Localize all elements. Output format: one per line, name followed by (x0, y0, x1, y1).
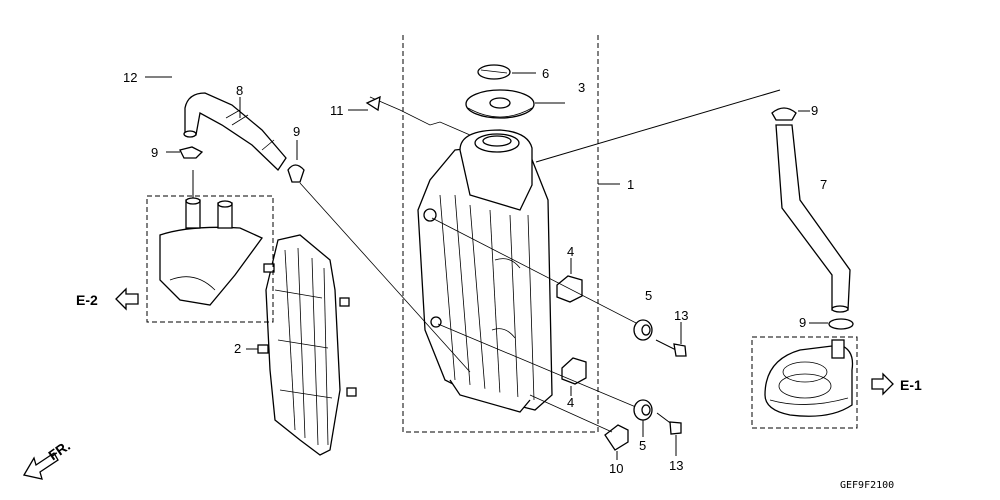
callout-4-upper: 4 (567, 244, 574, 259)
e2-label: E-2 (76, 292, 98, 308)
callouts: 12 8 11 6 3 9 9 9 9 1 7 4 4 5 5 13 13 2 … (123, 66, 827, 476)
callout-9-upper-center: 9 (293, 124, 300, 139)
part-1-radiator (417, 89, 781, 413)
callout-13-upper: 13 (674, 308, 688, 323)
callout-8: 8 (236, 83, 243, 98)
radiator-guard (246, 234, 357, 456)
part-10-clip (529, 394, 629, 460)
callout-12: 12 (123, 70, 137, 85)
diagram-code: GEF9F2100 (840, 480, 894, 491)
part-4-grommet-upper (556, 258, 583, 303)
e2-reference: E-2 (76, 287, 139, 311)
callout-5-upper: 5 (645, 288, 652, 303)
callout-2: 2 (234, 341, 241, 356)
e1-label: E-1 (900, 377, 922, 393)
front-direction-indicator: FR. (22, 437, 73, 480)
part-9-hose-clamp-lower-right (809, 318, 854, 330)
water-pump-area (146, 170, 274, 323)
callout-1: 1 (627, 177, 634, 192)
part-8-water-hose (183, 92, 287, 172)
part-5-collar-lower (633, 399, 653, 437)
part-9-hose-clamp-upper-right (771, 107, 810, 121)
part-9-hose-clamp-upper-center (287, 140, 471, 373)
callout-9-lower-right: 9 (799, 315, 806, 330)
e2-arrow-icon (115, 287, 139, 311)
e1-arrow-icon (871, 372, 894, 396)
part-13-bolt-upper (655, 322, 687, 357)
e1-reference: E-1 (871, 372, 922, 396)
callout-13-lower: 13 (669, 458, 683, 473)
callout-11: 11 (330, 103, 344, 118)
callout-5-lower: 5 (639, 438, 646, 453)
callout-3: 3 (578, 80, 585, 95)
part-13-bolt-lower (656, 412, 682, 456)
callout-4-lower: 4 (567, 395, 574, 410)
part-3-radiator-cap (465, 89, 565, 119)
part-6-cap-seal (477, 64, 536, 80)
callout-10: 10 (609, 461, 623, 476)
part-5-collar-upper (633, 319, 653, 341)
callout-9-upper-left: 9 (151, 145, 158, 160)
callout-9-upper-right: 9 (811, 103, 818, 118)
part-9-hose-clamp-upper-left (166, 146, 204, 159)
callout-7: 7 (820, 177, 827, 192)
part-4-grommet-lower (561, 357, 587, 396)
part-7-water-hose (775, 124, 851, 313)
callout-6: 6 (542, 66, 549, 81)
front-arrow-icon (22, 452, 59, 480)
cylinder-head-area (751, 336, 858, 429)
part-11-clip (348, 95, 381, 112)
radiator-assembly-boundary (402, 35, 620, 433)
